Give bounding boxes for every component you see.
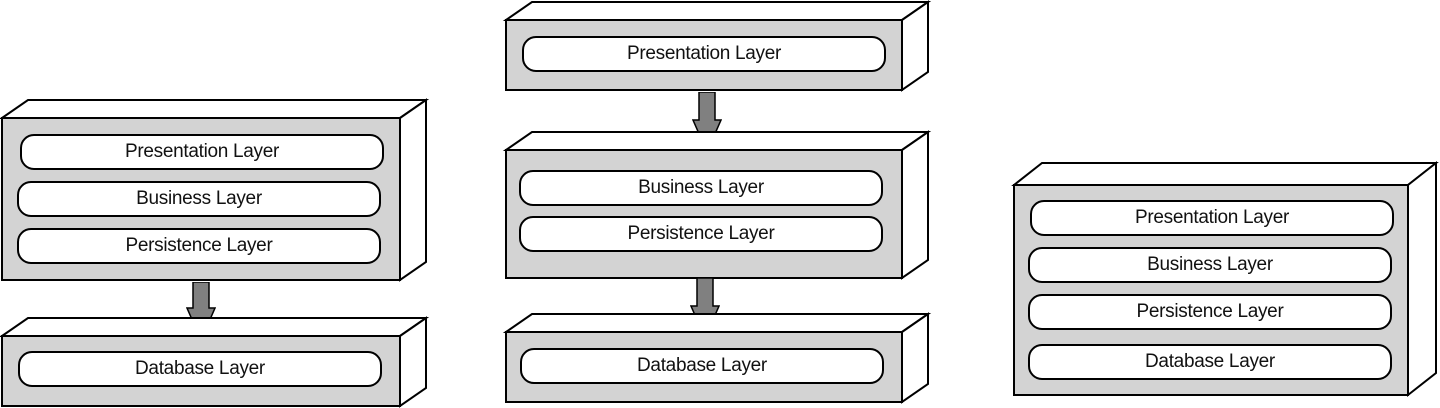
middle-database-box: Database Layer xyxy=(502,312,932,406)
business-layer: Business Layer xyxy=(519,170,883,206)
presentation-layer: Presentation Layer xyxy=(20,134,384,170)
business-layer: Business Layer xyxy=(1028,247,1392,283)
presentation-layer: Presentation Layer xyxy=(1030,200,1394,236)
middle-business-box-shape xyxy=(502,130,932,280)
presentation-layer: Presentation Layer xyxy=(522,36,886,72)
database-layer: Database Layer xyxy=(520,348,884,384)
database-layer: Database Layer xyxy=(18,351,382,387)
persistence-layer: Persistence Layer xyxy=(17,228,381,264)
persistence-layer: Persistence Layer xyxy=(519,216,883,252)
middle-presentation-box: Presentation Layer xyxy=(502,0,932,94)
left-server-box: Presentation Layer Business Layer Persis… xyxy=(0,98,430,284)
middle-business-box: Business Layer Persistence Layer xyxy=(502,130,932,280)
persistence-layer: Persistence Layer xyxy=(1028,294,1392,330)
database-layer: Database Layer xyxy=(1028,344,1392,380)
business-layer: Business Layer xyxy=(17,181,381,217)
right-single-box: Presentation Layer Business Layer Persis… xyxy=(1011,160,1439,398)
left-database-box: Database Layer xyxy=(0,316,430,408)
